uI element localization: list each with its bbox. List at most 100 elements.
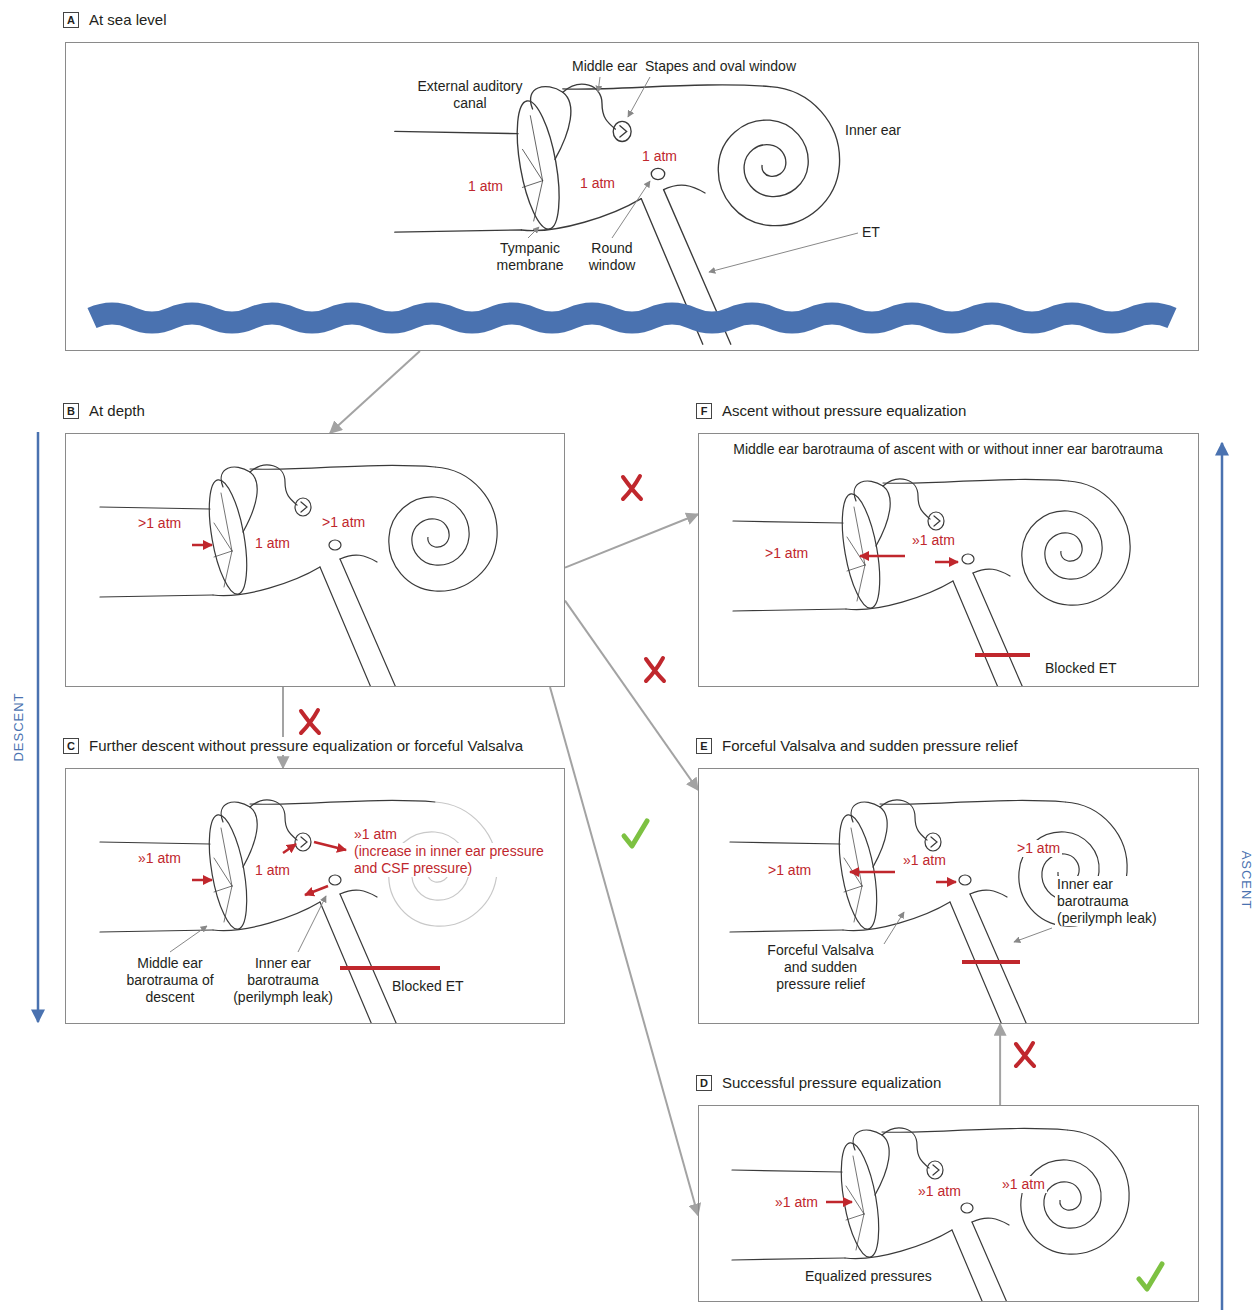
illustration-stroke (612, 181, 650, 238)
pressure-value: »1 atm (912, 532, 955, 549)
diagram-panel: DSuccessful pressure equalization»1 atm»… (698, 1105, 1199, 1302)
illustration-stroke (395, 84, 840, 344)
pressure-value: (increase in inner ear pressure and CSF … (352, 843, 561, 877)
panel-letter: F (696, 403, 712, 419)
illustration-stroke (314, 842, 346, 850)
flow-arrow (565, 514, 698, 567)
illustration-stroke (718, 87, 839, 226)
ear-drawing-a (395, 84, 840, 344)
panel-letter: A (63, 12, 79, 28)
illustration-stroke (860, 555, 905, 558)
part-label: Middle ear (572, 58, 637, 75)
pressure-value: »1 atm (775, 1194, 818, 1211)
illustration-stroke (623, 476, 641, 499)
part-label: Stapes and oval window (645, 58, 796, 75)
pressure-value: »1 atm (918, 1183, 961, 1200)
part-label: Tympanic membrane (480, 240, 580, 274)
pressure-value: 1 atm (580, 175, 615, 192)
part-label: Middle ear barotrauma of ascent with or … (728, 441, 1168, 458)
pressure-arrows (192, 545, 958, 1202)
pressure-value: »1 atm (138, 850, 181, 867)
pressure-value: 1 atm (642, 148, 677, 165)
part-label: Inner ear barotrauma (perilymph leak) (1055, 876, 1184, 926)
part-label: Blocked ET (392, 978, 464, 995)
illustration-stroke (733, 479, 1068, 687)
illustration-stroke (850, 871, 895, 874)
illustration-stroke (1221, 443, 1224, 1310)
part-label: ET (862, 224, 880, 241)
ear-drawing-f (733, 479, 1130, 687)
illustration-stroke (975, 653, 1030, 657)
ear-drawing-c (100, 800, 497, 1024)
part-label: Inner ear (845, 122, 901, 139)
illustration-stroke (100, 465, 497, 687)
illustration-stroke (1139, 1264, 1162, 1289)
diagram-panel: EForceful Valsalva and sudden pressure r… (698, 768, 1199, 1024)
illustration-stroke (301, 710, 319, 733)
illustration-stroke (624, 821, 647, 846)
illustration-stroke (283, 844, 296, 853)
pressure-value: 1 atm (255, 535, 290, 552)
blocked-et-bars (340, 655, 1030, 968)
illustration-stroke (100, 800, 497, 1024)
pressure-value: 1 atm (468, 178, 503, 195)
direction-label: DESCENT (11, 692, 26, 761)
illustration-stroke (528, 227, 539, 238)
illustration-stroke (298, 896, 326, 952)
diagram-panel: CFurther descent without pressure equali… (65, 768, 565, 1024)
illustration-stroke (192, 879, 212, 882)
illustration-stroke (100, 465, 435, 687)
pressure-value: 1 atm (255, 862, 290, 879)
illustration-stroke (936, 881, 956, 884)
illustration-stroke (389, 467, 497, 591)
illustration-stroke (732, 1128, 1067, 1302)
part-label: Blocked ET (1045, 660, 1117, 677)
flow-arrow (999, 1024, 1001, 1105)
illustration-stroke (709, 233, 858, 272)
part-label: Round window (572, 240, 652, 274)
descent-ascent-arrows (38, 432, 1222, 1310)
panel-heading: At depth (86, 402, 148, 420)
flow-arrow (330, 351, 420, 433)
panel-heading: Successful pressure equalization (719, 1074, 944, 1092)
leader-lines (170, 77, 1052, 952)
diagram-panel: AAt sea levelMiddle earStapes and oval w… (65, 42, 1199, 351)
illustration-stroke (170, 926, 207, 952)
diagram-panel: FAscent without pressure equalizationMid… (698, 433, 1199, 687)
part-label: Middle ear barotrauma of descent (122, 955, 218, 1005)
flow-arrow (550, 687, 698, 1215)
part-label: Equalized pressures (805, 1268, 932, 1285)
illustration-stroke (646, 658, 664, 681)
illustration-stroke (1022, 481, 1130, 605)
panel-heading: Further descent without pressure equaliz… (86, 737, 526, 755)
panel-letter: E (696, 738, 712, 754)
connector-group (283, 351, 1000, 1215)
illustration-stroke (730, 800, 1065, 1024)
illustration-stroke (733, 479, 1130, 687)
illustration-stroke (732, 1128, 1129, 1302)
ear-drawing-d (732, 1128, 1129, 1302)
panel-letter: C (63, 738, 79, 754)
part-label: External auditory canal (415, 78, 525, 112)
illustration-stroke (884, 912, 904, 944)
pressure-value: >1 atm (765, 545, 808, 562)
illustration-stroke (1014, 928, 1052, 942)
panel-heading: Ascent without pressure equalization (719, 402, 969, 420)
part-label: Inner ear barotrauma (perilymph leak) (228, 955, 338, 1005)
illustration-stroke (628, 77, 650, 117)
fail-marks (301, 476, 1034, 1066)
illustration-stroke (340, 966, 440, 970)
illustration-stroke (100, 800, 435, 1024)
flow-arrow (565, 601, 698, 790)
panel-letter: B (63, 403, 79, 419)
panel-heading: At sea level (86, 11, 170, 29)
illustration-stroke (598, 77, 600, 92)
pressure-value: »1 atm (1000, 1176, 1047, 1193)
illustration-stroke (192, 544, 212, 547)
illustration-stroke (826, 1201, 852, 1204)
illustration-stroke (1016, 1043, 1034, 1066)
illustration-stroke (962, 960, 1020, 964)
